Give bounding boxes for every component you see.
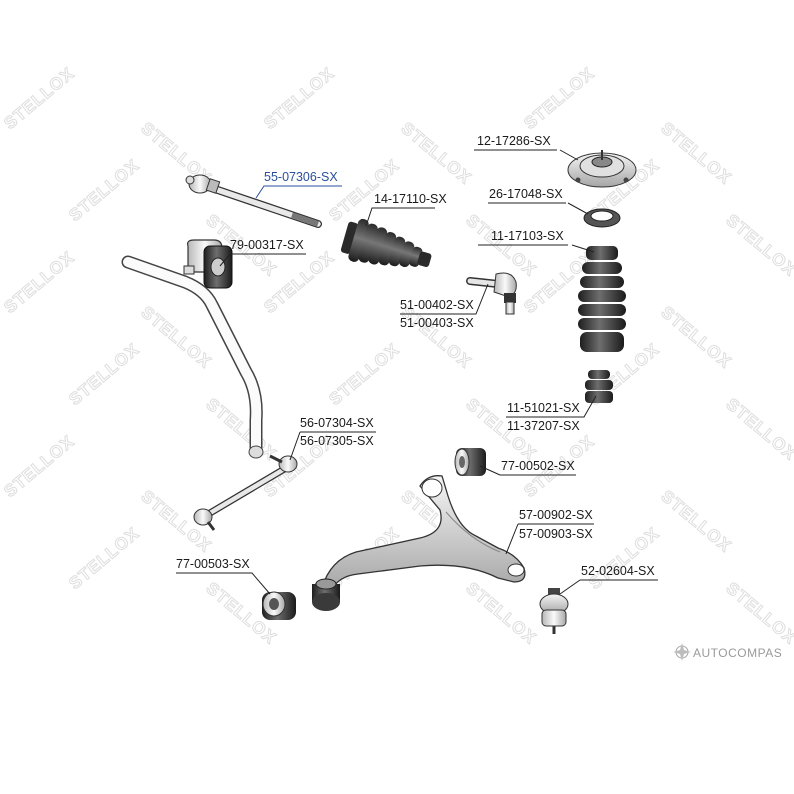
stabilizer-bar xyxy=(121,255,264,459)
watermark-text: STELLOX xyxy=(722,395,794,464)
control-arm-part xyxy=(321,475,526,593)
watermark-text: STELLOX xyxy=(462,579,540,648)
watermark-text: STELLOX xyxy=(657,303,735,372)
watermark-text: STELLOX xyxy=(657,119,735,188)
dust-boot-part xyxy=(578,246,626,352)
label-steering-boot[interactable]: 14-17110-SX xyxy=(374,192,447,206)
label-rear-bushing[interactable]: 77-00502-SX xyxy=(501,459,575,473)
label-front-bushing[interactable]: 77-00503-SX xyxy=(176,557,250,571)
watermark-text: STELLOX xyxy=(260,64,338,133)
front-bushing-part xyxy=(262,591,296,620)
bump-stop-part xyxy=(585,370,613,403)
label-stabilizer-link-2[interactable]: 56-07305-SX xyxy=(300,434,374,448)
stabilizer-link-part xyxy=(193,454,298,531)
strut-bearing-part xyxy=(583,208,621,228)
label-dust-boot[interactable]: 11-17103-SX xyxy=(491,229,564,243)
watermark-text: STELLOX xyxy=(0,432,78,501)
part-labels: 55-07306-SX 14-17110-SX 79-00317-SX 12-1… xyxy=(176,134,655,578)
label-stabilizer-bushing[interactable]: 79-00317-SX xyxy=(230,238,304,252)
watermark-text: STELLOX xyxy=(0,248,78,317)
watermark-text: STELLOX xyxy=(722,579,794,648)
label-bump-stop-1[interactable]: 11-51021-SX xyxy=(507,401,580,415)
watermark-text: STELLOX xyxy=(325,156,403,225)
label-tie-rod[interactable]: 55-07306-SX xyxy=(264,170,338,184)
watermark-text: STELLOX xyxy=(657,487,735,556)
autocompas-logo: AUTOCOMPAS xyxy=(673,643,782,661)
leader-lines xyxy=(176,149,658,595)
watermark-text: STELLOX xyxy=(520,64,598,133)
watermark-text: STELLOX xyxy=(0,64,78,133)
top-mount-part xyxy=(567,150,637,188)
watermark-text: STELLOX xyxy=(202,395,280,464)
watermark-text: STELLOX xyxy=(137,303,215,372)
rear-bushing-part xyxy=(454,448,486,476)
label-bump-stop-2[interactable]: 11-37207-SX xyxy=(507,419,580,433)
label-ball-joint[interactable]: 52-02604-SX xyxy=(581,564,655,578)
brand-text: AUTOCOMPAS xyxy=(693,646,782,660)
watermark-text: STELLOX xyxy=(65,340,143,409)
arm-bushing-mounted xyxy=(312,578,340,611)
label-control-arm-2[interactable]: 57-00903-SX xyxy=(519,527,593,541)
watermark-text: STELLOX xyxy=(585,524,663,593)
inner-tie-rod-part xyxy=(185,174,322,228)
watermark-text: STELLOX xyxy=(397,303,475,372)
watermark-text: STELLOX xyxy=(65,524,143,593)
compass-icon xyxy=(673,643,691,661)
watermark-text: STELLOX xyxy=(65,156,143,225)
steering-boot-part xyxy=(340,218,432,268)
watermark-text: STELLOX xyxy=(722,211,794,280)
label-control-arm-1[interactable]: 57-00902-SX xyxy=(519,508,593,522)
stabilizer-bushing-part xyxy=(183,239,233,289)
watermark-text: STELLOX xyxy=(397,119,475,188)
ball-joint-part xyxy=(539,588,569,634)
tie-rod-end-part xyxy=(466,272,517,315)
label-stabilizer-link-1[interactable]: 56-07304-SX xyxy=(300,416,374,430)
label-tie-rod-end-1[interactable]: 51-00402-SX xyxy=(400,298,474,312)
label-tie-rod-end-2[interactable]: 51-00403-SX xyxy=(400,316,474,330)
watermark-text: STELLOX xyxy=(325,340,403,409)
label-bearing[interactable]: 26-17048-SX xyxy=(489,187,563,201)
label-top-mount[interactable]: 12-17286-SX xyxy=(477,134,551,148)
